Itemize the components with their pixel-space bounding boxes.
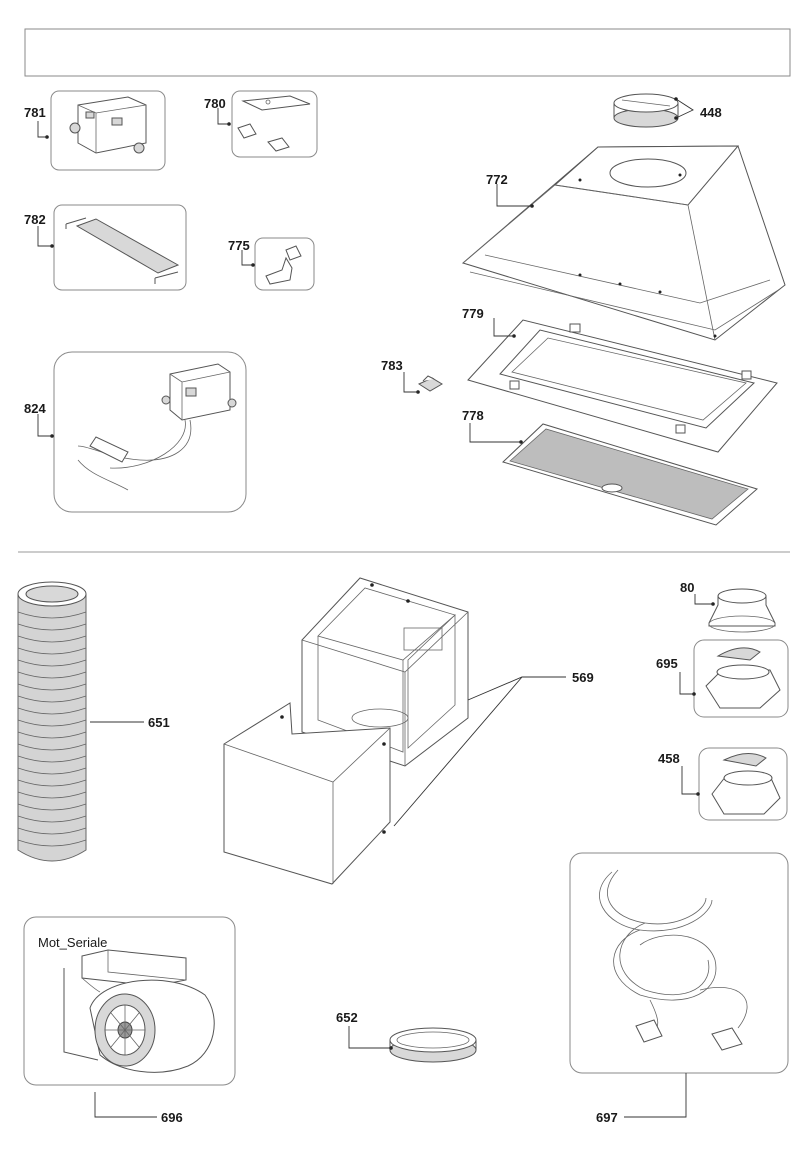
label-772: 772 xyxy=(486,172,508,187)
part-775-latch[interactable] xyxy=(254,237,315,291)
part-824-electronic-kit[interactable] xyxy=(53,351,247,513)
part-782-filter-bracket[interactable] xyxy=(53,204,187,291)
header-box xyxy=(24,28,791,77)
label-783: 783 xyxy=(381,358,403,373)
part-569-chimney-cover[interactable] xyxy=(223,577,469,885)
part-80-reducer[interactable] xyxy=(708,588,776,633)
part-781-control-module[interactable] xyxy=(50,90,166,171)
part-651-flexible-hose[interactable] xyxy=(17,581,87,862)
part-448-outlet-collar[interactable] xyxy=(613,93,679,128)
part-695-non-return-valve[interactable] xyxy=(693,639,789,718)
label-778: 778 xyxy=(462,408,484,423)
label-motor-name: Mot_Seriale xyxy=(38,935,107,950)
label-775: 775 xyxy=(228,238,250,253)
label-652: 652 xyxy=(336,1010,358,1025)
part-780-clip-set[interactable] xyxy=(231,90,318,158)
part-779-filter-frame[interactable] xyxy=(467,319,778,453)
label-569: 569 xyxy=(572,670,594,685)
label-781: 781 xyxy=(24,105,46,120)
part-458-non-return-valve[interactable] xyxy=(698,747,788,821)
label-780: 780 xyxy=(204,96,226,111)
part-696-motor-assembly[interactable] xyxy=(23,916,236,1086)
part-697-power-cable[interactable] xyxy=(569,852,789,1074)
label-697: 697 xyxy=(596,1110,618,1125)
label-651: 651 xyxy=(148,715,170,730)
label-458: 458 xyxy=(658,751,680,766)
label-824: 824 xyxy=(24,401,46,416)
label-696: 696 xyxy=(161,1110,183,1125)
label-448: 448 xyxy=(700,105,722,120)
label-779: 779 xyxy=(462,306,484,321)
part-652-seal-ring[interactable] xyxy=(389,1027,477,1063)
label-695: 695 xyxy=(656,656,678,671)
label-782: 782 xyxy=(24,212,46,227)
label-80: 80 xyxy=(680,580,694,595)
part-778-grease-filter[interactable] xyxy=(502,423,759,526)
part-783-clip[interactable] xyxy=(417,375,443,392)
part-772-hood-body[interactable] xyxy=(461,145,786,341)
